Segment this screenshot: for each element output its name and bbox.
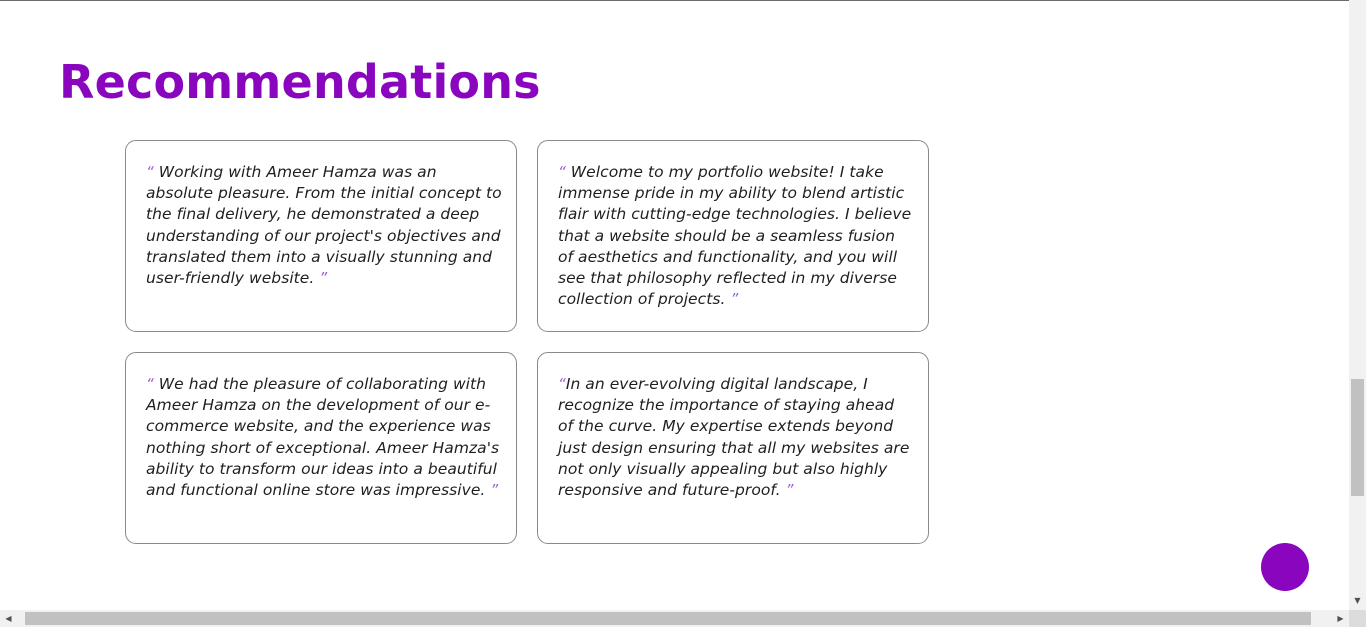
recommendation-text: “In an ever-evolving digital landscape, …: [558, 374, 914, 501]
recommendation-body: In an ever-evolving digital landscape, I…: [558, 375, 910, 500]
recommendation-card-1: “ Working with Ameer Hamza was an absolu…: [125, 140, 517, 332]
recommendation-card-2: “ Welcome to my portfolio website! I tak…: [537, 140, 929, 332]
recommendation-body: We had the pleasure of collaborating wit…: [146, 375, 500, 500]
recommendation-text: “ We had the pleasure of collaborating w…: [146, 374, 502, 501]
vertical-scrollbar[interactable]: ▼: [1349, 0, 1366, 610]
open-quote-icon: “: [558, 163, 566, 181]
close-quote-icon: ”: [730, 290, 739, 309]
open-quote-icon: “: [146, 375, 154, 393]
close-quote-icon: ”: [490, 481, 499, 500]
scrollbar-corner: [1349, 610, 1366, 627]
recommendation-text: “ Welcome to my portfolio website! I tak…: [558, 162, 914, 310]
open-quote-icon: “: [146, 163, 154, 181]
recommendation-body: Welcome to my portfolio website! I take …: [558, 163, 912, 309]
scroll-to-top-button[interactable]: [1261, 543, 1309, 591]
horizontal-scrollbar[interactable]: ◀ ▶: [0, 610, 1349, 627]
open-quote-icon: “: [558, 375, 566, 393]
scroll-left-arrow-icon[interactable]: ◀: [5, 614, 12, 623]
recommendation-text: “ Working with Ameer Hamza was an absolu…: [146, 162, 502, 289]
scroll-right-arrow-icon[interactable]: ▶: [1337, 614, 1344, 623]
horizontal-scrollbar-thumb[interactable]: [25, 612, 1311, 625]
page-title: Recommendations: [59, 55, 541, 109]
recommendation-card-4: “In an ever-evolving digital landscape, …: [537, 352, 929, 544]
scroll-down-arrow-icon[interactable]: ▼: [1354, 596, 1361, 605]
recommendation-card-3: “ We had the pleasure of collaborating w…: [125, 352, 517, 544]
close-quote-icon: ”: [785, 481, 794, 500]
close-quote-icon: ”: [319, 269, 328, 288]
top-border-line: [0, 0, 1366, 1]
recommendation-body: Working with Ameer Hamza was an absolute…: [146, 163, 502, 288]
vertical-scrollbar-thumb[interactable]: [1351, 379, 1364, 496]
